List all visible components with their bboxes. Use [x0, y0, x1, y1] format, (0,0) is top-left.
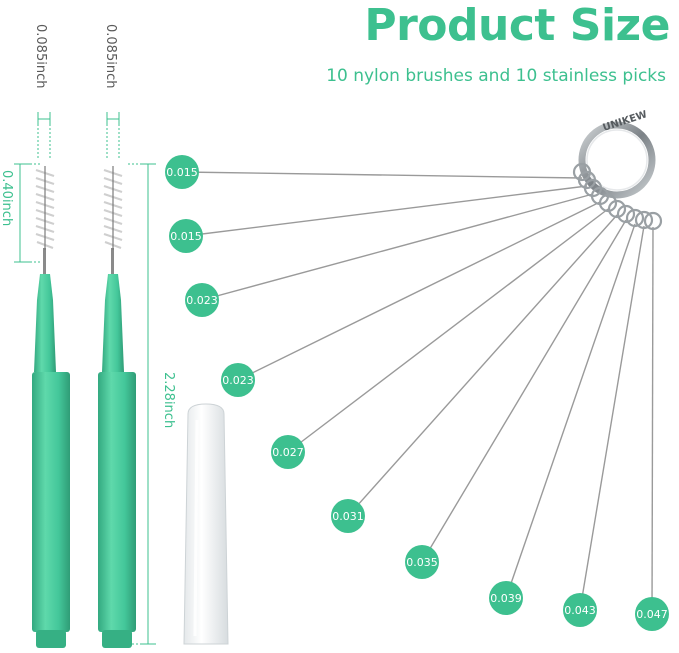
pick-size-badge: 0.031: [331, 499, 365, 533]
brush-length-label: 0.40inch: [0, 170, 14, 227]
product-subtitle: 10 nylon brushes and 10 stainless picks: [326, 66, 666, 86]
pick-wire: [287, 208, 609, 453]
pick-loops: [572, 162, 663, 231]
stainless-picks: [181, 171, 654, 615]
tip-width-label-left: 0.085inch: [33, 24, 48, 89]
pick-wire: [651, 226, 654, 615]
pick-size-badge: 0.015: [169, 219, 203, 253]
pick-size-badge: 0.043: [563, 593, 597, 627]
tip-width-marker-right: [106, 112, 120, 160]
pick-size-badge: 0.039: [489, 581, 523, 615]
total-length-marker: [128, 163, 156, 645]
pick-wire: [505, 223, 636, 599]
pick-wire: [237, 201, 601, 381]
pick-size-badge: 0.047: [635, 597, 669, 631]
product-title: Product Size: [364, 0, 670, 51]
pick-wire: [347, 214, 618, 517]
brush-length-marker: [14, 163, 42, 263]
total-length-label: 2.28inch: [161, 372, 176, 429]
pick-wire: [579, 225, 645, 611]
pick-wire: [185, 185, 588, 237]
pick-size-badge: 0.023: [221, 363, 255, 397]
pick-size-badge: 0.015: [165, 155, 199, 189]
pick-wire: [201, 193, 594, 301]
pick-wire: [421, 219, 627, 563]
tip-width-marker-left: [37, 112, 51, 160]
interdental-brush-left: [32, 166, 70, 648]
brand-engraving: UNIKEW: [602, 109, 649, 134]
interdental-brush-right: [98, 166, 136, 648]
key-ring: UNIKEW: [572, 109, 663, 231]
pick-size-badge: 0.035: [405, 545, 439, 579]
pick-wire: [181, 171, 583, 179]
pick-size-badge: 0.027: [271, 435, 305, 469]
pick-size-badge: 0.023: [185, 283, 219, 317]
tip-width-label-right: 0.085inch: [103, 24, 118, 89]
protective-cap: [183, 403, 229, 645]
